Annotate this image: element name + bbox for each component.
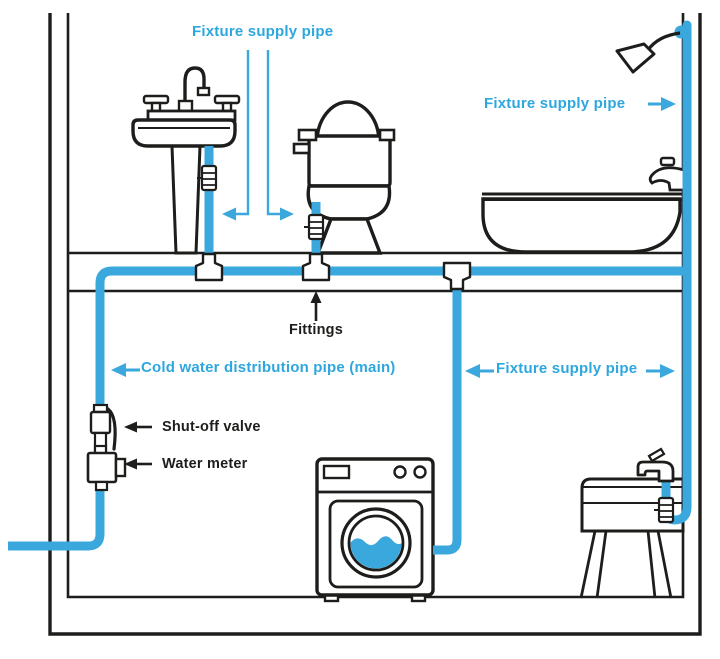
cold-main-arrow	[111, 363, 140, 377]
sink-valve-icon	[197, 164, 218, 192]
washer-water	[350, 536, 402, 569]
label-fixture-supply-basement: Fixture supply pipe	[496, 360, 638, 377]
tee-fitting-washer	[442, 261, 472, 291]
label-fixture-supply-shower: Fixture supply pipe	[484, 95, 626, 112]
label-shut-off-valve: Shut-off valve	[162, 419, 261, 435]
utility-sink-icon	[579, 477, 685, 599]
fixture-supply-pipe-washer	[433, 281, 462, 555]
utility-valve-icon	[654, 496, 675, 524]
shut-off-arrow	[124, 421, 152, 433]
tee-fitting-sink	[194, 252, 224, 282]
basement-fixture-arrows	[465, 364, 675, 378]
shower-head-icon	[615, 25, 688, 74]
label-fittings: Fittings	[289, 322, 343, 338]
shower-label-arrow	[648, 97, 676, 111]
washing-machine-icon	[315, 457, 435, 603]
tee-fitting-toilet	[301, 252, 331, 282]
top-label-leaders	[222, 50, 294, 221]
fittings-arrow	[310, 291, 322, 321]
toilet-icon	[292, 100, 396, 255]
water-meter-icon	[86, 444, 127, 492]
label-fixture-supply-top: Fixture supply pipe	[192, 23, 334, 40]
utility-faucet-icon	[636, 447, 675, 483]
label-water-meter: Water meter	[162, 456, 248, 472]
water-meter-arrow	[124, 458, 152, 470]
bathtub-icon	[481, 156, 686, 254]
label-cold-water-main: Cold water distribution pipe (main)	[141, 359, 396, 376]
pedestal-sink-icon	[131, 66, 241, 255]
toilet-valve-icon	[304, 213, 325, 241]
